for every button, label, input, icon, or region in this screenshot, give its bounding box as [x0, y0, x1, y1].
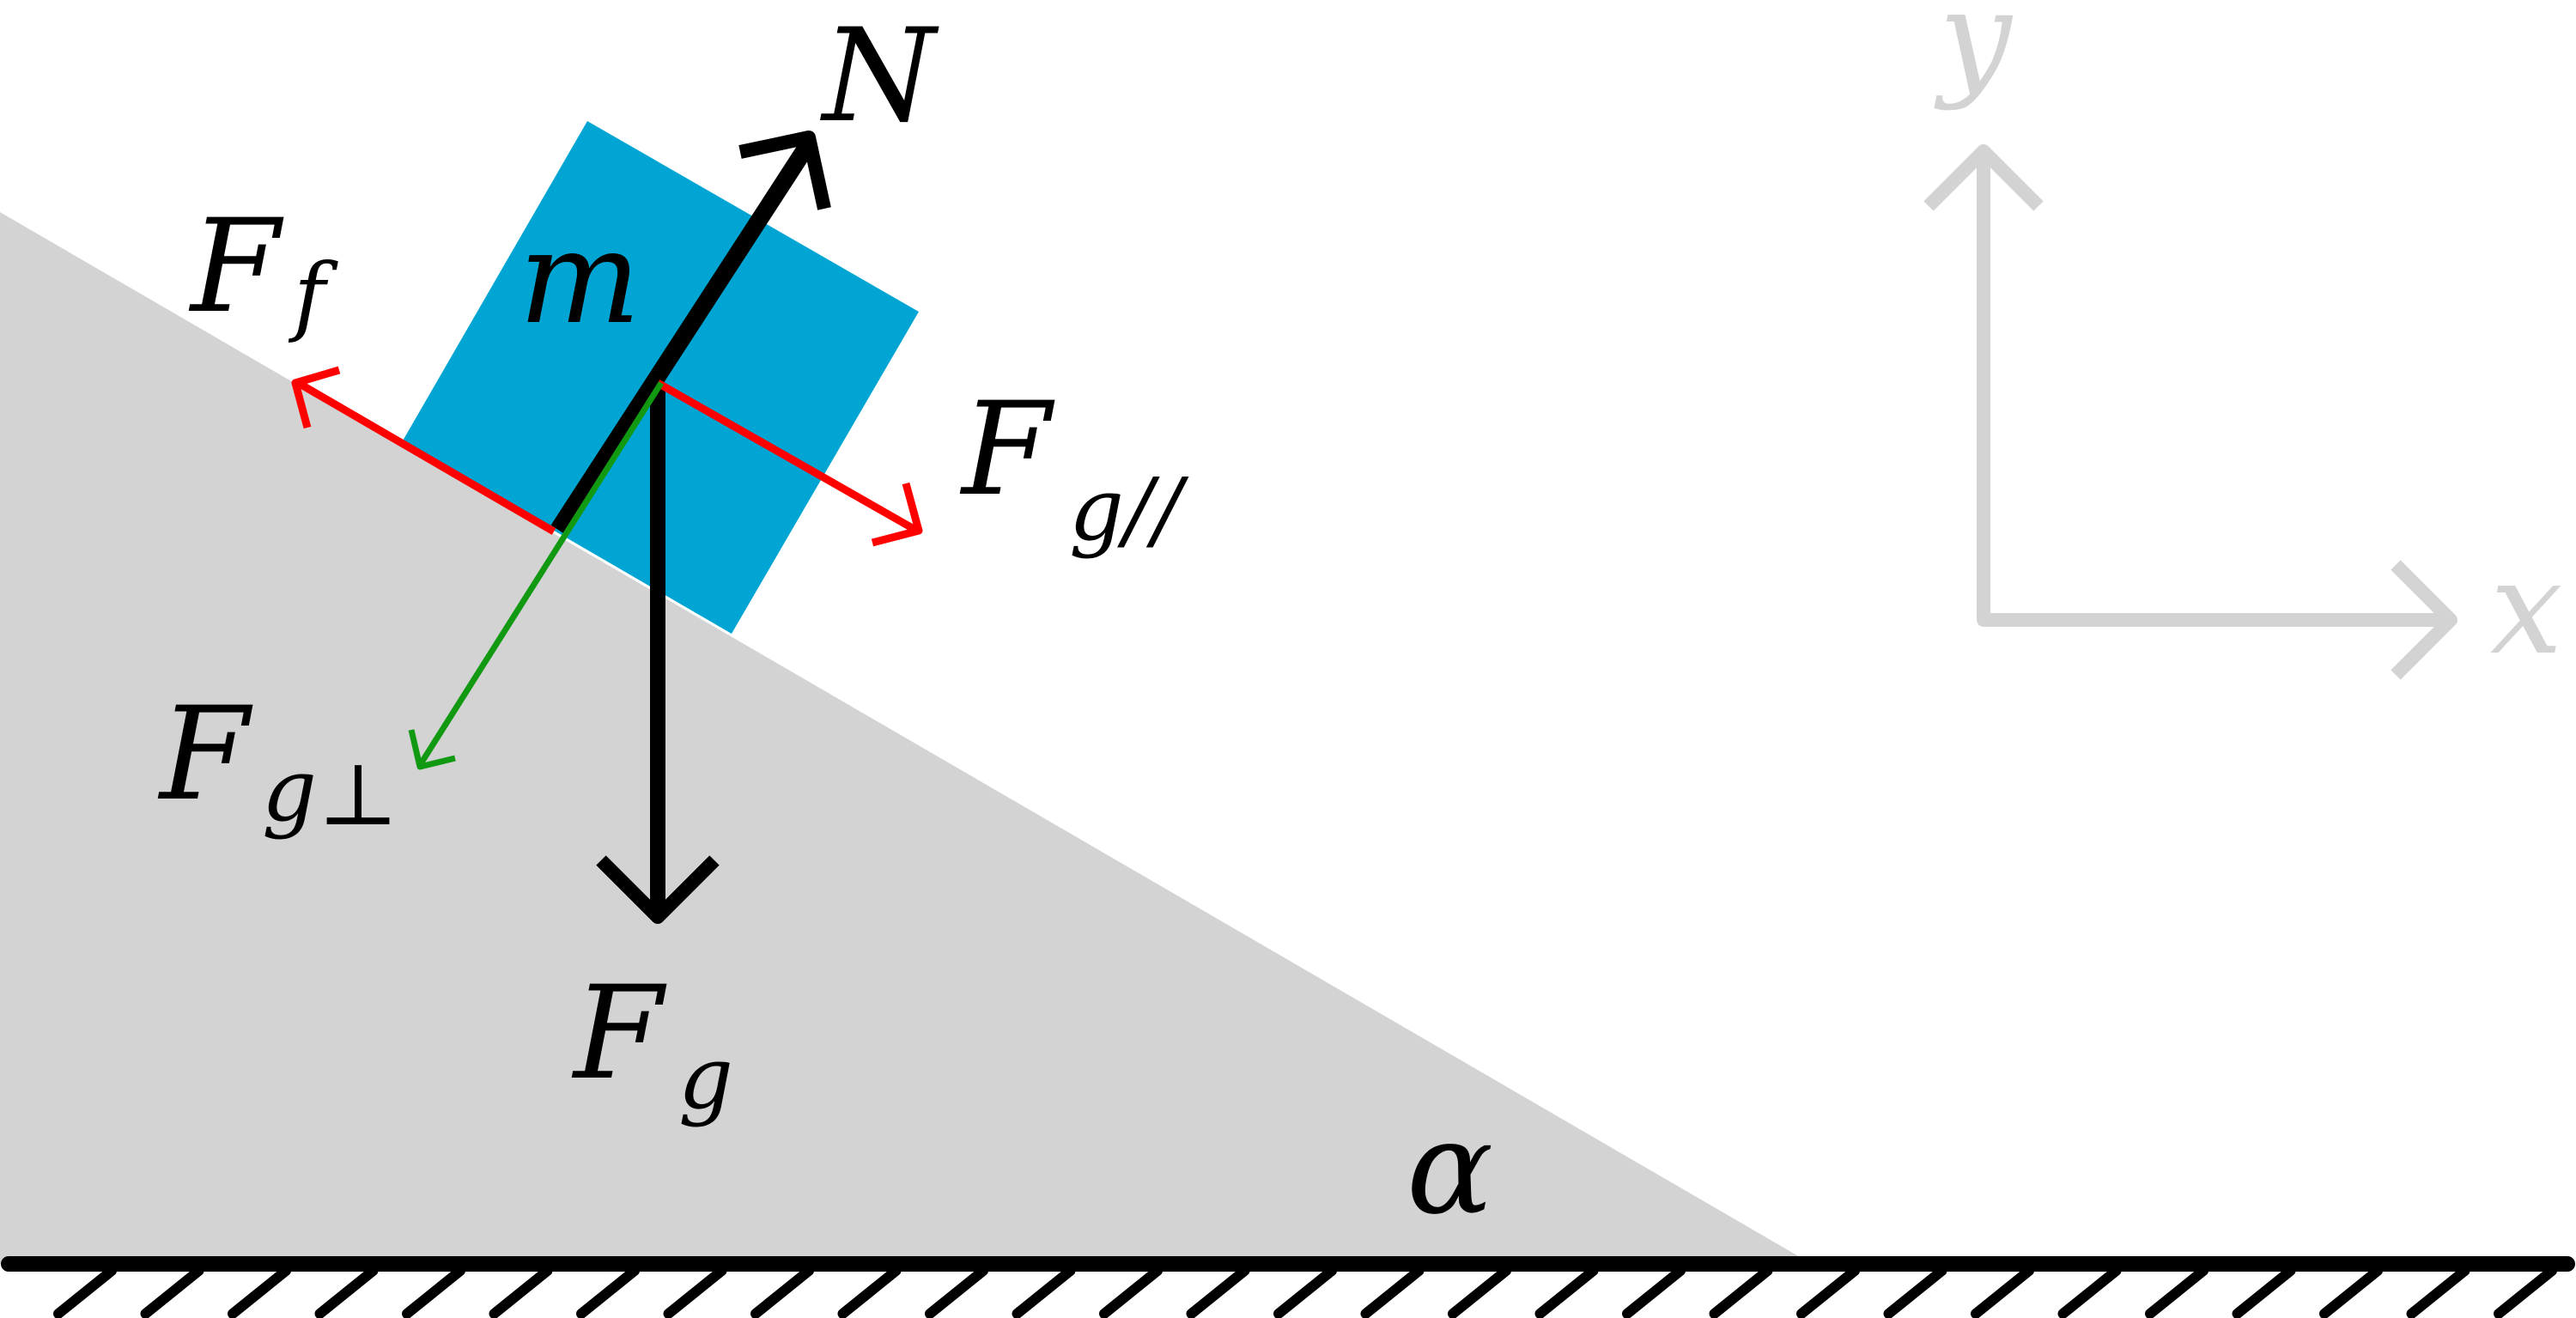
ground-hatch-mark — [1273, 1266, 1337, 1318]
ground-hatch-mark — [2319, 1266, 2383, 1318]
parallel-force-arrow — [655, 380, 923, 547]
ground-hatch-mark — [2494, 1266, 2557, 1318]
ground-hatch-mark — [1883, 1266, 1947, 1318]
ground-hatch-mark — [1534, 1266, 1599, 1318]
label-axis-x: x — [2490, 534, 2563, 683]
ground-hatch-mark — [2232, 1266, 2296, 1318]
label-parallel-main: F — [959, 375, 1055, 525]
ground-hatch-mark — [1622, 1266, 1686, 1318]
ground-hatch-mark — [2057, 1266, 2122, 1318]
ground-hatch-mark — [1012, 1266, 1076, 1318]
ground-hatch-mark — [1448, 1266, 1511, 1318]
ground-hatching — [53, 1266, 2557, 1318]
label-parallel-sub: g// — [1069, 459, 1189, 560]
incline-plane — [0, 212, 1812, 1264]
label-perp-main: F — [157, 680, 253, 829]
ground-hatch-mark — [1099, 1266, 1163, 1318]
label-friction-main: F — [188, 192, 284, 342]
friction-force-arrow — [291, 366, 556, 535]
normal-force-arrow — [550, 131, 831, 535]
ground-hatch-mark — [140, 1266, 204, 1318]
label-perp-symbol: ⊥ — [318, 744, 398, 845]
y-axis-arrowhead — [1923, 144, 2044, 211]
ground-hatch-mark — [1796, 1266, 1860, 1318]
coordinate-axes — [1923, 144, 2458, 680]
gravity-force-arrow — [596, 385, 720, 924]
ground-hatch-mark — [2145, 1266, 2208, 1318]
label-friction-sub: f — [288, 245, 338, 345]
ground-hatch-mark — [1971, 1266, 2034, 1318]
label-gravity-sub: g — [678, 1028, 733, 1128]
label-axis-y: y — [1934, 0, 2014, 112]
ground-hatch-mark — [2406, 1266, 2470, 1318]
label-mass: m — [519, 203, 641, 353]
ground-hatch-mark — [314, 1266, 379, 1318]
ground-hatch-mark — [750, 1266, 814, 1318]
ground-hatch-mark — [1709, 1266, 1773, 1318]
label-gravity-main: F — [571, 959, 667, 1108]
ground-hatch-mark — [1186, 1266, 1250, 1318]
label-angle: α — [1406, 1094, 1493, 1243]
ground-hatch-mark — [837, 1266, 902, 1318]
ground-hatch-mark — [576, 1266, 640, 1318]
ground-hatch-mark — [663, 1266, 727, 1318]
label-perp-sub: g — [262, 740, 317, 841]
perpendicular-force-arrow — [408, 381, 664, 770]
axes-lines — [1977, 153, 2447, 627]
ground-hatch-mark — [402, 1266, 465, 1318]
ground-hatch-mark — [925, 1266, 988, 1318]
ground-hatch-mark — [228, 1266, 291, 1318]
ground-hatch-mark — [1360, 1266, 1425, 1318]
ground-hatch-mark — [489, 1266, 553, 1318]
x-axis-arrowhead — [2391, 560, 2458, 680]
label-normal: N — [820, 2, 939, 151]
ground-hatch-mark — [53, 1266, 117, 1318]
